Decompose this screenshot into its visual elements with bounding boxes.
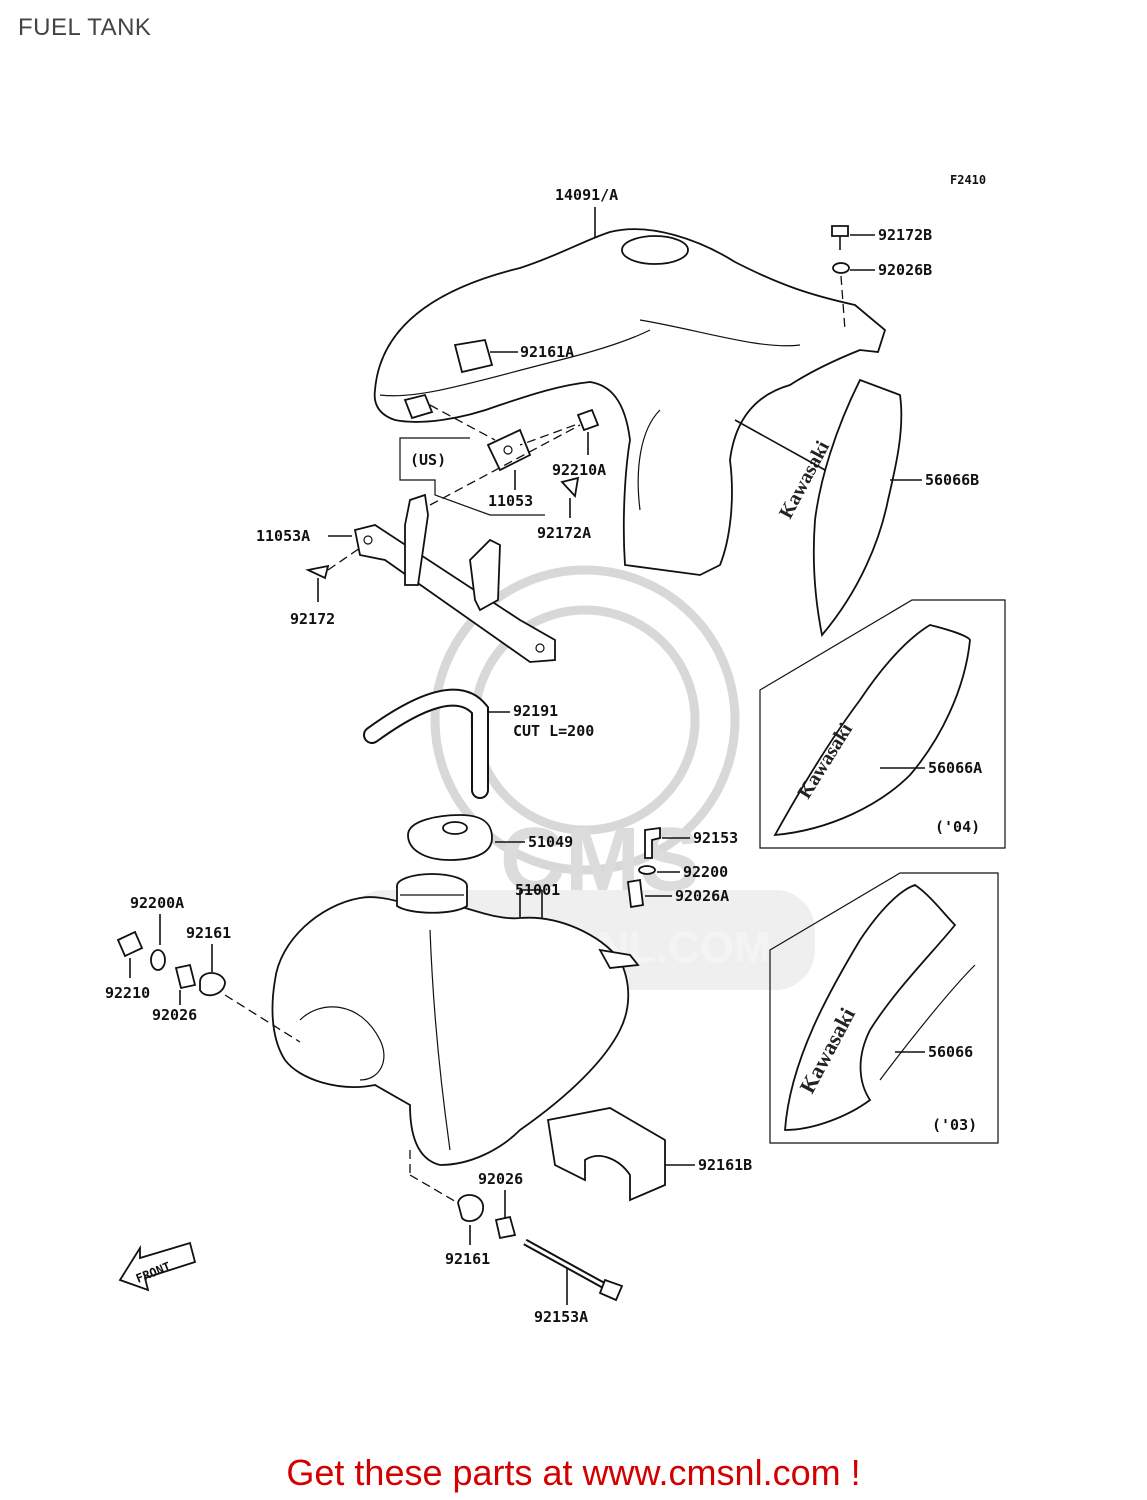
tank-cover-part — [373, 228, 887, 576]
washer-92200a — [150, 949, 166, 971]
label-year-03: ('03) — [932, 1116, 977, 1134]
label-51049: 51049 — [528, 833, 573, 851]
label-us: (US) — [410, 451, 446, 469]
label-92026b: 92026B — [878, 261, 932, 279]
fuel-tank-51001 — [271, 873, 640, 1166]
screw-92172 — [305, 547, 361, 602]
label-92191-cut: CUT L=200 — [513, 722, 594, 740]
collar-92026-bottom — [494, 1215, 517, 1240]
decal-56066b: Kawasaki — [734, 378, 922, 638]
figure-code: F2410 — [950, 173, 986, 187]
nut-92210a — [519, 408, 600, 455]
label-92191: 92191 — [513, 702, 558, 720]
label-11053a: 11053A — [256, 527, 310, 545]
washer-92026b — [832, 262, 875, 331]
label-year-04: ('04) — [935, 818, 980, 836]
label-92153: 92153 — [693, 829, 738, 847]
parts-diagram: CMS WWW.CMSNL.COM F2410 92161A 14091/A 9… — [105, 173, 1006, 1326]
watermark-logo: CMS — [500, 810, 700, 910]
label-92172a: 92172A — [537, 524, 591, 542]
page-title: FUEL TANK — [18, 14, 152, 41]
bolt-92153a — [523, 1238, 624, 1305]
footer-cta-link[interactable]: Get these parts at www.cmsnl.com ! — [286, 1452, 861, 1493]
label-56066a: 56066A — [928, 759, 982, 777]
label-92026a: 92026A — [675, 887, 729, 905]
label-92161-bottom: 92161 — [445, 1250, 490, 1268]
label-92161-left: 92161 — [186, 924, 231, 942]
cap-51049 — [407, 814, 525, 861]
label-11053: 11053 — [488, 492, 533, 510]
collar-92026-left — [174, 963, 197, 1005]
grommet-92161-bottom — [457, 1194, 484, 1245]
fitting-92153 — [644, 826, 690, 859]
front-arrow-icon: FRONT — [118, 1241, 197, 1292]
label-56066b: 56066B — [925, 471, 979, 489]
bolt-92172b — [831, 225, 875, 250]
label-92153a: 92153A — [534, 1308, 588, 1326]
label-56066: 56066 — [928, 1043, 973, 1061]
label-92210a: 92210A — [552, 461, 606, 479]
inset-04: Kawasaki — [759, 599, 1006, 849]
label-14091a: 14091/A — [555, 186, 618, 204]
washer-92200 — [638, 865, 680, 875]
grommet-92161-left — [199, 972, 301, 1043]
hose-92191 — [363, 688, 510, 799]
bracket-11053a — [328, 424, 581, 663]
label-92026-bottom: 92026 — [478, 1170, 523, 1188]
screw-92172a — [560, 476, 580, 518]
nut-92210 — [116, 930, 144, 978]
clip-11053 — [403, 393, 532, 490]
label-92172: 92172 — [290, 610, 335, 628]
us-inset: (US) — [399, 437, 545, 516]
label-92172b: 92172B — [878, 226, 932, 244]
label-92210: 92210 — [105, 984, 150, 1002]
label-92200a: 92200A — [130, 894, 184, 912]
label-92026-left: 92026 — [152, 1006, 197, 1024]
label-92200: 92200 — [683, 863, 728, 881]
label-51001: 51001 — [515, 881, 560, 899]
collar-92026a — [627, 878, 672, 909]
label-92161a: 92161A — [520, 343, 574, 361]
pad-92161b — [546, 1107, 695, 1202]
pad-92161a — [453, 338, 518, 374]
inset-03: Kawasaki — [769, 872, 999, 1144]
label-92161b: 92161B — [698, 1156, 752, 1174]
